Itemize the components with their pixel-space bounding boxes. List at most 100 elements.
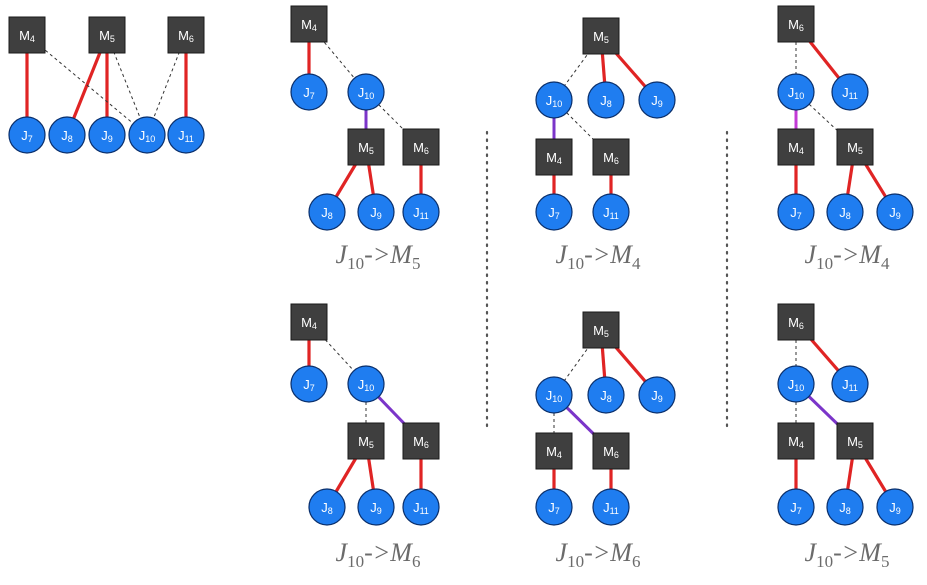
node-label-main: M (99, 28, 110, 43)
node-label-sub: 11 (610, 211, 619, 221)
node-label-main: J (21, 128, 28, 143)
job-node-j7: J7 (8, 116, 46, 154)
machine-node-m4: M4 (8, 16, 46, 54)
node-label-sub: 5 (369, 440, 374, 450)
machine-node-m4: M4 (290, 5, 328, 43)
machine-node-m5: M5 (582, 311, 620, 349)
node-label: J10 (546, 388, 563, 404)
node-label: M6 (178, 28, 194, 44)
machine-node-m4: M4 (535, 432, 573, 470)
job-circle (347, 365, 385, 403)
node-label-sub: 11 (610, 506, 619, 516)
job-node-j9: J9 (876, 488, 914, 526)
job-node-j9: J9 (638, 81, 676, 119)
node-label-sub: 9 (108, 134, 113, 144)
job-node-j7: J7 (777, 488, 815, 526)
node-label-main: J (303, 85, 310, 100)
node-label: J10 (139, 128, 156, 144)
machine-box (836, 422, 874, 460)
node-label-main: J (889, 205, 896, 220)
node-label: M4 (301, 17, 317, 33)
caption-part: 10 (816, 552, 834, 571)
machine-box (535, 138, 573, 176)
node-label: J7 (303, 85, 315, 101)
machine-box (88, 16, 126, 54)
job-circle (638, 81, 676, 119)
node-label: J9 (370, 500, 382, 516)
node-label: J11 (842, 377, 858, 393)
job-circle (308, 488, 346, 526)
node-label: J11 (603, 500, 619, 516)
node-label: J11 (413, 500, 429, 516)
node-label-sub: 5 (369, 146, 374, 156)
job-circle (777, 193, 815, 231)
node-label-sub: 9 (658, 99, 663, 109)
job-circle (167, 116, 205, 154)
node-label: M5 (847, 434, 863, 450)
node-label-main: J (842, 377, 849, 392)
job-circle (592, 193, 630, 231)
panel-bottom-1-edges (307, 321, 423, 508)
job-circle (357, 488, 395, 526)
node-label: J9 (651, 93, 663, 109)
caption-bottom-1: J10->M6 (336, 538, 421, 572)
job-circle (777, 488, 815, 526)
machine-box (347, 128, 385, 166)
node-label-main: J (600, 93, 607, 108)
caption-part: 10 (816, 254, 834, 273)
caption-part: 10 (567, 254, 585, 273)
node-label-main: J (603, 500, 610, 515)
machine-box (777, 303, 815, 341)
node-label: J10 (788, 377, 805, 393)
node-label-main: J (548, 205, 555, 220)
caption-part: M (610, 240, 632, 269)
node-label: J7 (548, 205, 560, 221)
node-label: J11 (603, 205, 619, 221)
node-label-main: J (413, 205, 420, 220)
job-node-j9: J9 (638, 376, 676, 414)
caption-part: M (610, 538, 632, 567)
node-label: J8 (61, 128, 73, 144)
caption-part: 4 (880, 254, 890, 273)
caption-part: J (555, 240, 568, 269)
node-label-sub: 4 (30, 34, 35, 44)
job-circle (402, 193, 440, 231)
node-label-sub: 9 (377, 211, 382, 221)
node-label-sub: 7 (555, 211, 560, 221)
node-label-sub: 10 (552, 99, 562, 109)
caption-part: M (390, 538, 412, 567)
caption-part: J (804, 240, 817, 269)
node-label-main: M (546, 444, 557, 459)
node-label-sub: 7 (555, 506, 560, 516)
machine-node-m4: M4 (777, 128, 815, 166)
job-circle (831, 365, 869, 403)
node-label: M4 (301, 315, 317, 331)
job-circle (876, 488, 914, 526)
job-circle (777, 365, 815, 403)
node-label: J8 (321, 500, 333, 516)
job-node-j10: J10 (535, 376, 573, 414)
node-label-sub: 9 (377, 506, 382, 516)
node-label-sub: 4 (799, 440, 804, 450)
job-circle (357, 193, 395, 231)
node-label: M6 (413, 140, 429, 156)
node-label-sub: 10 (145, 134, 155, 144)
job-node-j10: J10 (535, 81, 573, 119)
machine-box (836, 128, 874, 166)
job-node-j8: J8 (587, 81, 625, 119)
node-label: J11 (842, 85, 858, 101)
job-circle (777, 73, 815, 111)
node-label-sub: 7 (797, 506, 802, 516)
job-circle (638, 376, 676, 414)
job-node-j11: J11 (831, 365, 869, 403)
caption-part: 10 (567, 552, 585, 571)
job-circle (876, 193, 914, 231)
node-label-main: M (847, 140, 858, 155)
node-label: M6 (603, 444, 619, 460)
panel-top-2-edges (552, 34, 659, 212)
